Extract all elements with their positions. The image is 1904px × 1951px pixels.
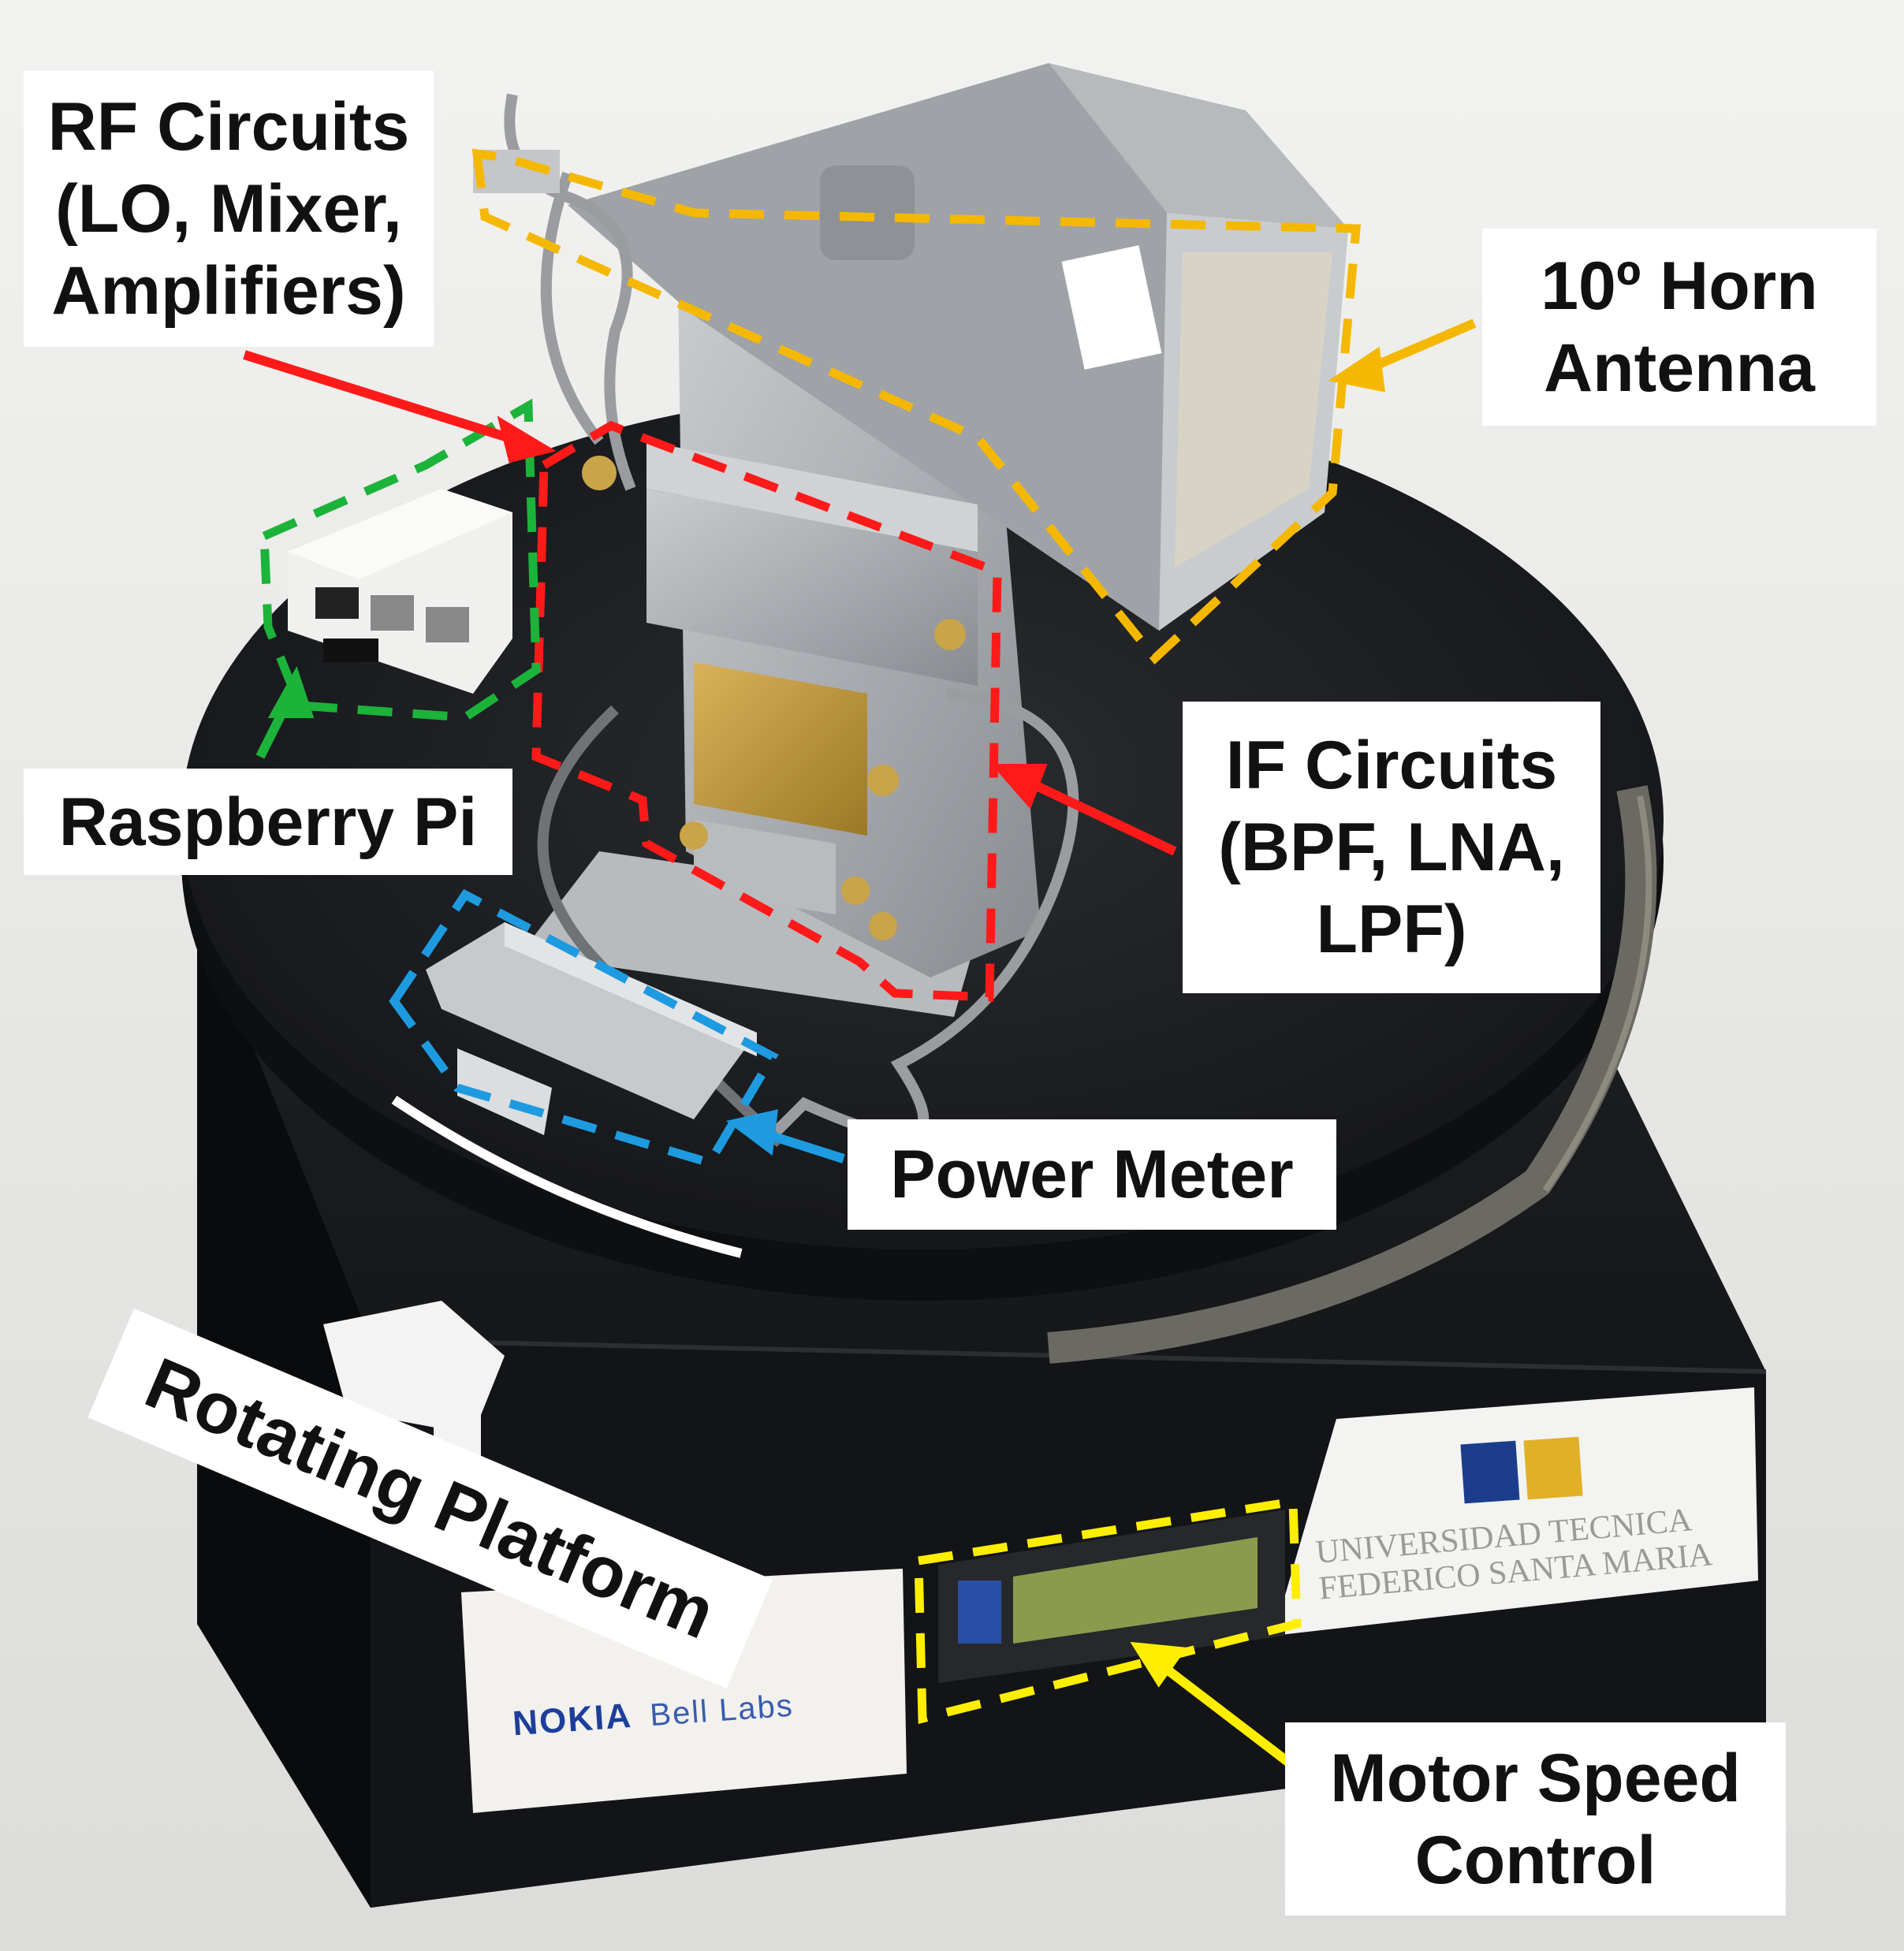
- horn-arrow: [1328, 318, 1477, 393]
- university-sticker: [1273, 1387, 1758, 1636]
- label-rf-line1: RF Circuits: [47, 89, 410, 165]
- lpf-filter: [694, 820, 836, 914]
- bandpass-filter: [646, 441, 978, 686]
- label-rf-line2: (LO, Mixer,: [55, 171, 402, 247]
- power-meter: [426, 922, 757, 1135]
- raspberry-pi-case: [288, 489, 512, 694]
- label-if-circuits: IF Circuits (BPF, LNA, LPF): [1183, 702, 1600, 993]
- label-horn-line1: 10º Horn: [1541, 248, 1818, 324]
- sma-connectors: [582, 456, 966, 940]
- label-power-meter: Power Meter: [848, 1119, 1336, 1230]
- nokia-sticker: [461, 1569, 907, 1813]
- nokia-brand: NOKIA: [511, 1696, 632, 1744]
- rf-circuits-outline: [531, 420, 1002, 1002]
- lcd-display: [938, 1510, 1285, 1683]
- label-raspberry-line1: Raspberry Pi: [58, 784, 478, 860]
- annotation-arrows: [243, 318, 1477, 1770]
- label-if-line3: LPF): [1316, 892, 1467, 967]
- rf-arrow: [243, 350, 557, 464]
- label-raspberry-pi: Raspberry Pi: [24, 769, 512, 875]
- label-motor-line2: Control: [1414, 1822, 1656, 1898]
- label-if-line2: (BPF, LNA,: [1218, 810, 1565, 885]
- lna-amplifier: [694, 662, 867, 836]
- label-if-line1: IF Circuits: [1225, 728, 1558, 803]
- horn-antenna: [568, 63, 1348, 631]
- label-motor-speed-control: Motor Speed Control: [1285, 1722, 1786, 1916]
- rf-outline: [471, 148, 1362, 665]
- raspberry-outline: [259, 398, 541, 722]
- if-arrow: [990, 764, 1177, 856]
- label-horn-antenna: 10º Horn Antenna: [1482, 229, 1876, 426]
- motor-arrow: [1130, 1641, 1296, 1770]
- label-motor-line1: Motor Speed: [1330, 1740, 1741, 1816]
- power-arrow: [725, 1109, 845, 1164]
- motor-control-outline: [914, 1496, 1302, 1725]
- label-rf-circuits: RF Circuits (LO, Mixer, Amplifiers): [24, 71, 434, 347]
- label-rf-line3: Amplifiers): [51, 253, 406, 329]
- label-power-line1: Power Meter: [890, 1137, 1294, 1212]
- raspberry-arrow: [255, 666, 315, 759]
- label-horn-line2: Antenna: [1544, 330, 1815, 406]
- annotation-outlines: [259, 148, 1362, 1725]
- rotation-arc: [391, 1096, 743, 1258]
